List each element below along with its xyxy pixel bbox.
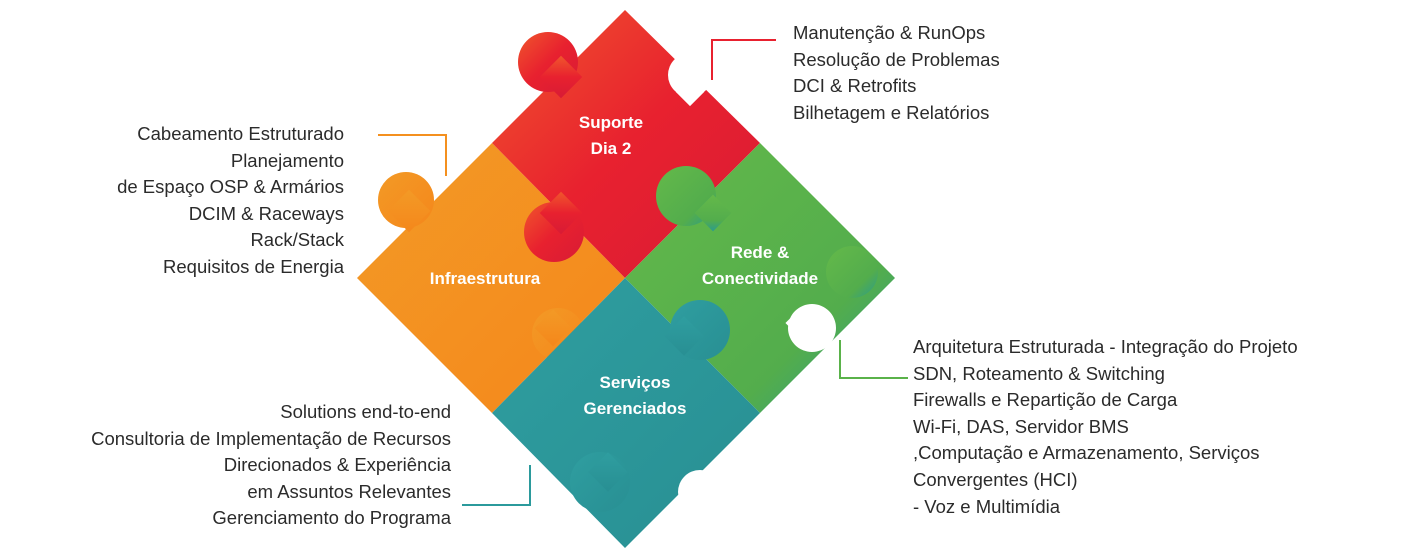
list-infraestrutura: Cabeamento Estruturado Planejamento de E… xyxy=(117,121,344,281)
list-item: Wi-Fi, DAS, Servidor BMS xyxy=(913,415,1129,437)
list-servicos: Solutions end-to-end Consultoria de Impl… xyxy=(91,399,451,532)
label-rede: Rede & Conectividade xyxy=(701,243,819,288)
list-rede: Arquitetura Estruturada - Integração do … xyxy=(913,334,1298,520)
list-item: Rack/Stack xyxy=(250,229,344,251)
list-item: em Assuntos Relevantes xyxy=(247,480,451,502)
list-item: Gerenciamento do Programa xyxy=(212,507,451,529)
list-item: Manutenção & RunOps xyxy=(793,22,986,43)
list-item: DCI & Retrofits xyxy=(793,75,917,97)
list-suporte: Manutenção & RunOps Resolução de Problem… xyxy=(793,20,1000,126)
connector-teal xyxy=(462,465,531,506)
list-item: - Voz e Multimídia xyxy=(913,495,1061,517)
list-item: Cabeamento Estruturado xyxy=(137,123,344,144)
puzzle-piece-servicos xyxy=(492,278,760,548)
label-suporte: Suporte Dia 2 xyxy=(578,113,644,158)
list-item: Bilhetagem e Relatórios xyxy=(793,101,990,123)
label-infraestrutura: Infraestrutura xyxy=(429,269,541,288)
list-item: Resolução de Problemas xyxy=(793,48,1000,70)
list-item: SDN, Roteamento & Switching xyxy=(913,362,1165,384)
list-item: DCIM & Raceways xyxy=(188,202,344,224)
connector-green xyxy=(839,340,908,379)
list-item: Requisitos de Energia xyxy=(163,255,344,277)
puzzle-piece-suporte xyxy=(492,10,760,278)
connector-orange xyxy=(378,134,447,176)
label-servicos: Serviços Gerenciados xyxy=(583,373,687,418)
list-item: Planejamento xyxy=(230,149,344,171)
list-item: Solutions end-to-end xyxy=(280,401,451,422)
list-item: Direcionados & Experiência xyxy=(223,454,451,476)
connector-red xyxy=(711,39,776,80)
list-item: Consultoria de Implementação de Recursos xyxy=(91,427,451,449)
list-item: de Espaço OSP & Armários xyxy=(117,176,344,198)
list-item: Firewalls e Repartição de Carga xyxy=(913,389,1178,411)
list-item: Convergentes (HCI) xyxy=(913,468,1078,490)
list-item: Arquitetura Estruturada - Integração do … xyxy=(913,336,1298,357)
list-item: ,Computação e Armazenamento, Serviços xyxy=(913,442,1260,464)
